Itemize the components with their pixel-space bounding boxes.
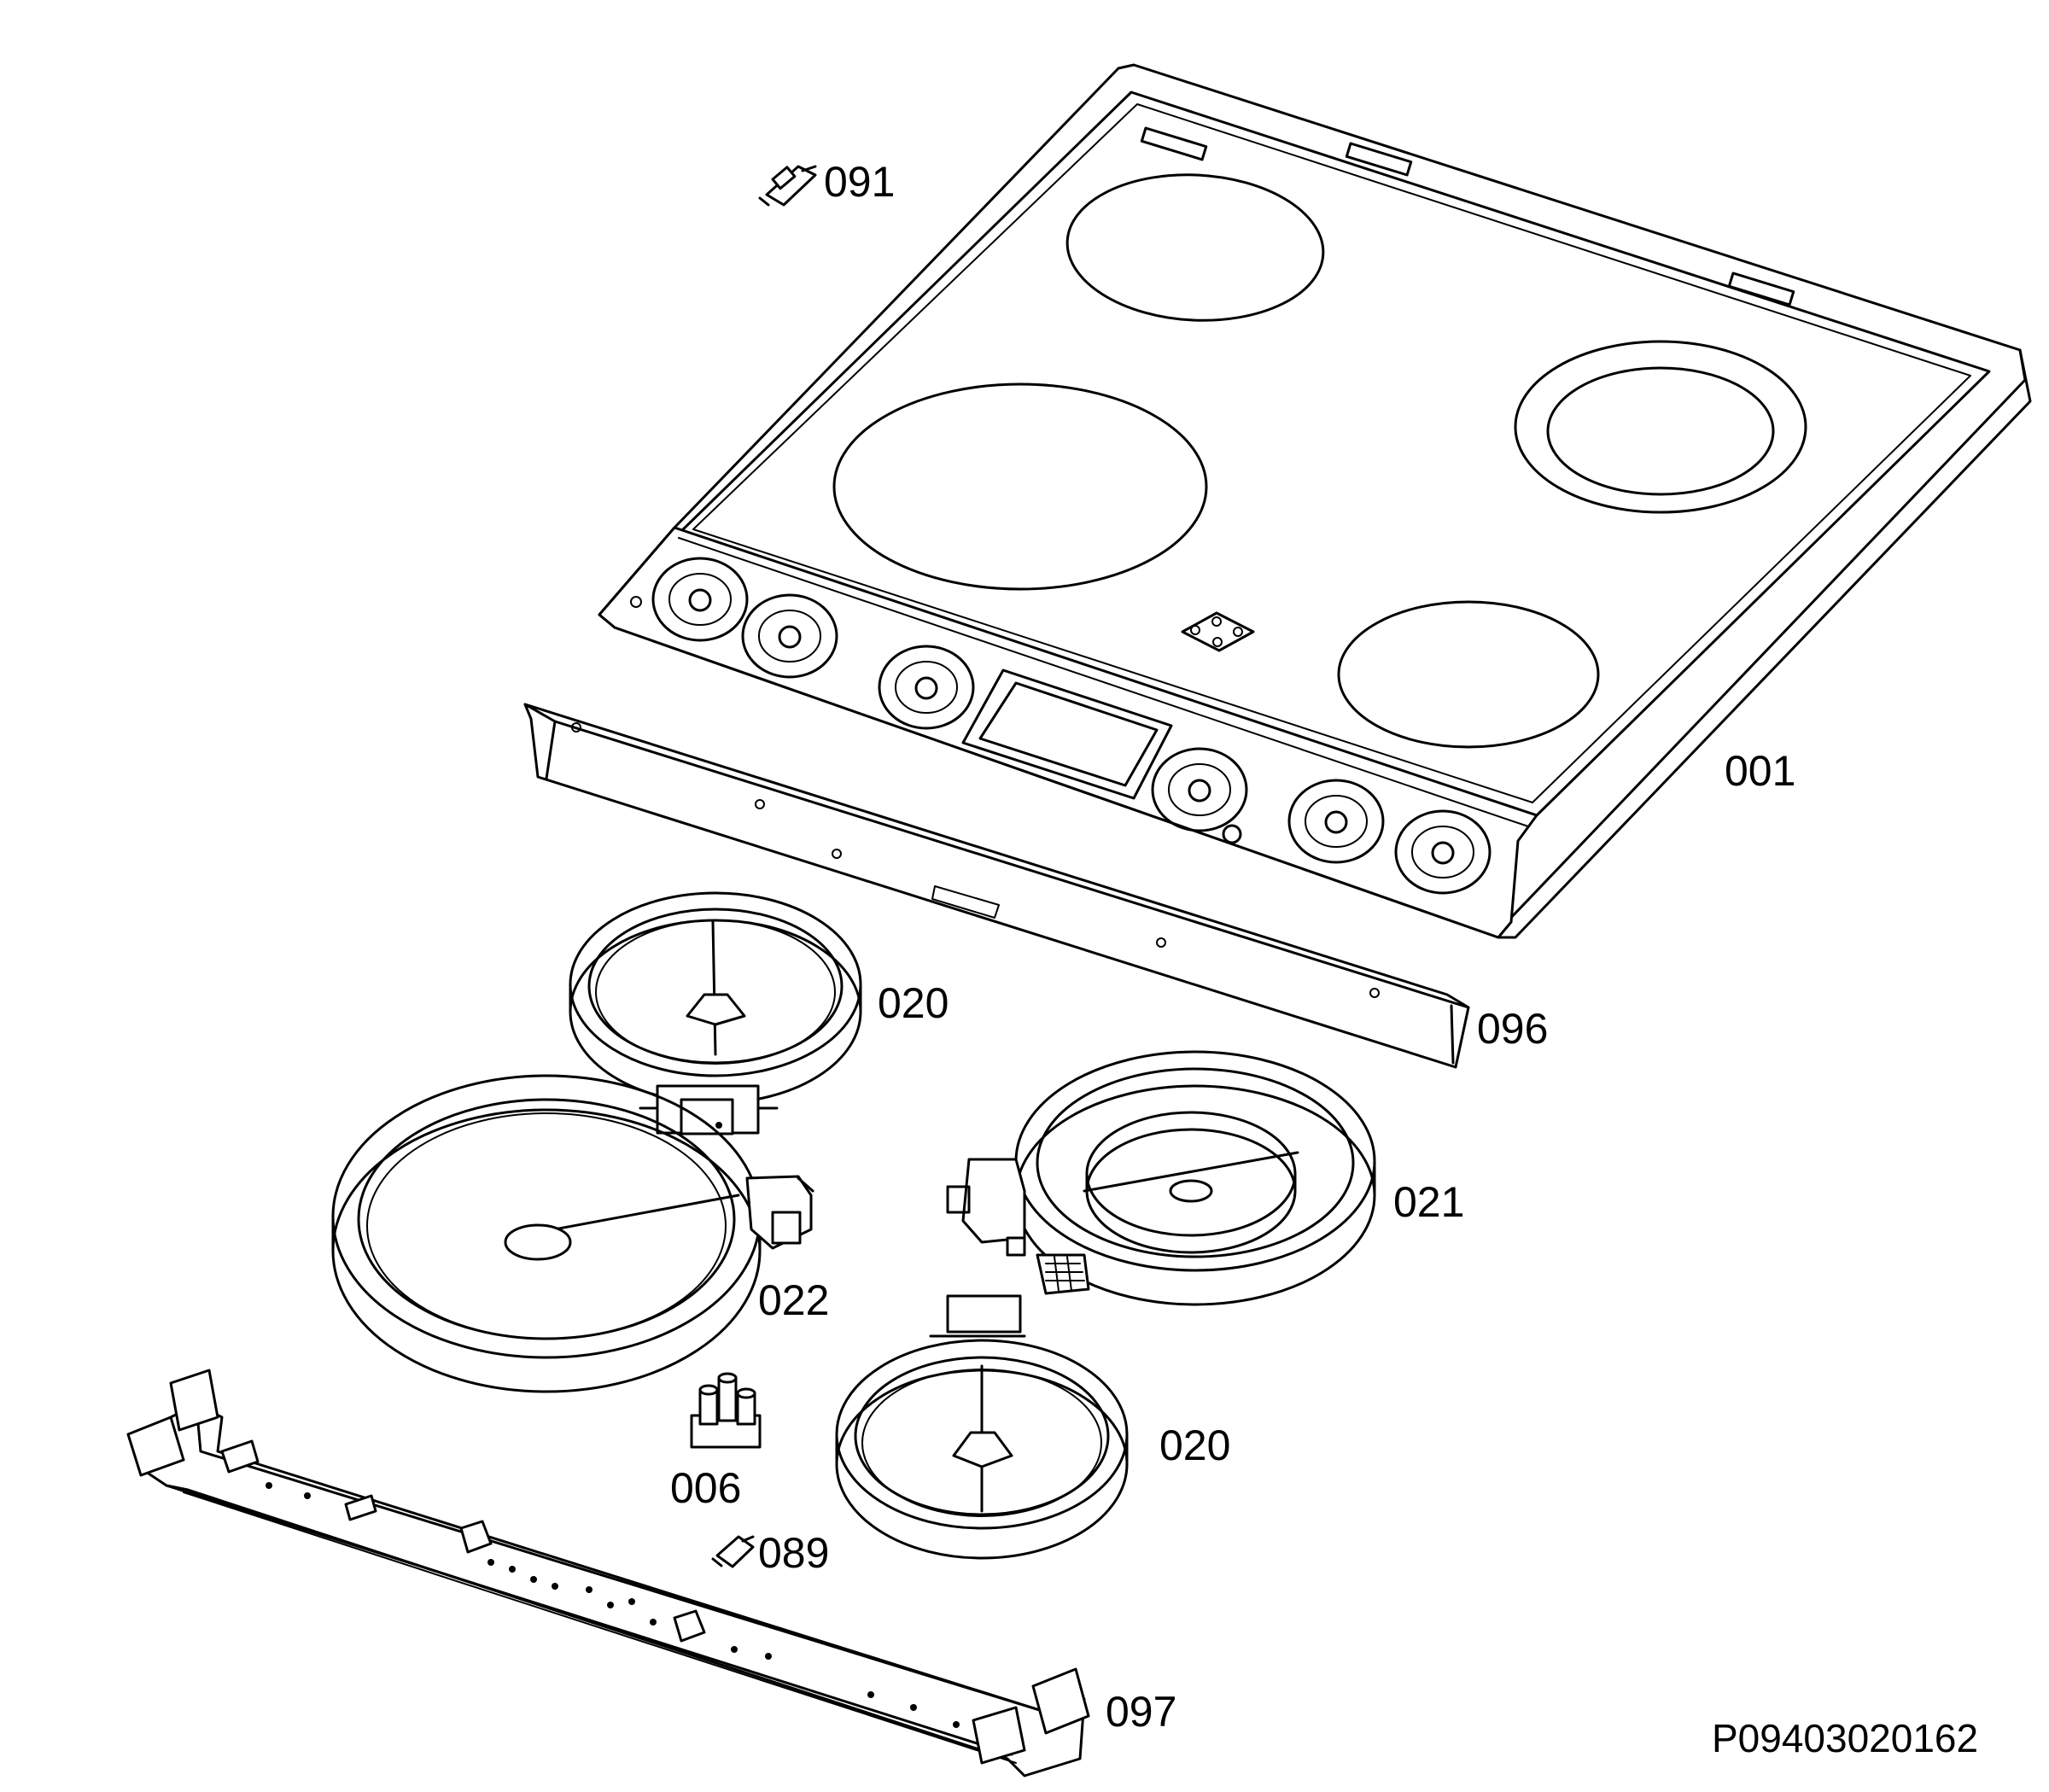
label-089: 089	[758, 1529, 829, 1577]
label-020-top: 020	[878, 979, 949, 1027]
terminal-block-part[interactable]	[690, 1372, 762, 1449]
label-021: 021	[1393, 1178, 1464, 1226]
label-006: 006	[670, 1464, 741, 1512]
control-strip-part[interactable]	[523, 703, 1470, 1069]
heating-element-large-part[interactable]	[331, 1074, 814, 1393]
label-091: 091	[824, 158, 895, 206]
heating-element-bottom-part[interactable]	[835, 1294, 1129, 1560]
heating-element-top-part[interactable]	[569, 891, 862, 1135]
reference-number: P09403020162	[1712, 1716, 1978, 1760]
label-020-bottom: 020	[1159, 1421, 1230, 1469]
label-097: 097	[1106, 1688, 1176, 1736]
support-rail-part[interactable]	[126, 1369, 1090, 1777]
label-022: 022	[758, 1276, 829, 1324]
label-001: 001	[1725, 747, 1795, 795]
cooktop-part[interactable]	[598, 63, 2032, 939]
heating-element-dual-part[interactable]	[946, 1050, 1376, 1306]
clip-small-top-part[interactable]	[758, 165, 817, 207]
clip-small-bottom-part[interactable]	[711, 1535, 755, 1568]
label-096: 096	[1477, 1005, 1548, 1053]
